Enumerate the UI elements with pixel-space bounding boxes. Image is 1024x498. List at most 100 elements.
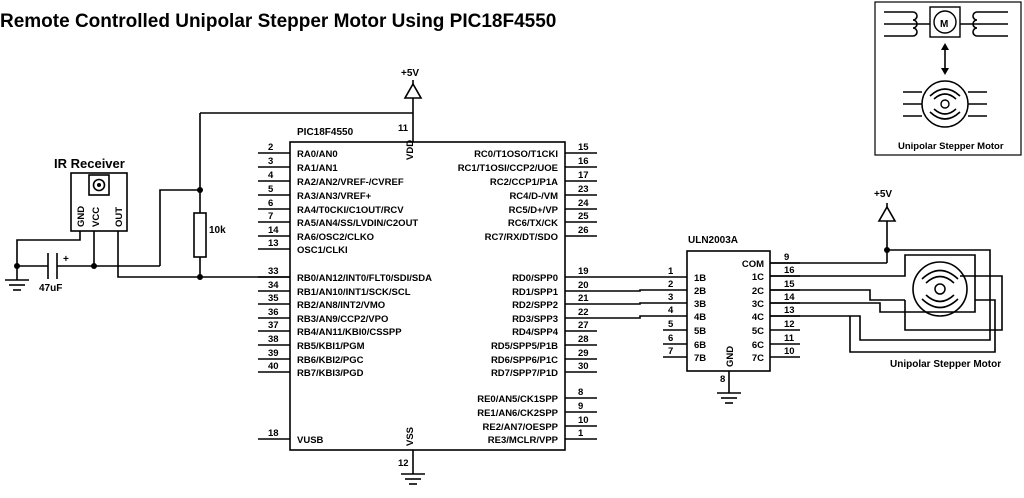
driver-name: ULN2003A	[688, 235, 738, 246]
mcu-left-pins: 2RA0/AN03RA1/AN14RA2/AN2/VREF-/CVREF5RA3…	[258, 142, 432, 446]
mcu-pin-number: 1	[578, 428, 584, 439]
capacitor-polarity: +	[63, 254, 69, 265]
driver-pin-label: 4B	[694, 312, 706, 323]
driver-pin-number: 3	[668, 292, 673, 303]
mcu-right-pins: 15RC0/T1OSO/T1CKI16RC1/T1OSI/CCP2/UOE17R…	[458, 142, 597, 446]
mcu-pin-label: RA1/AN1	[297, 163, 338, 174]
mcu-pin-label: RE2/AN7/OESPP	[483, 422, 559, 433]
mcu-pin-number: 15	[578, 142, 589, 153]
mcu-pin-number: 6	[268, 198, 273, 209]
mcu-pin-number: 20	[578, 280, 589, 291]
driver-pin-label: 2B	[694, 286, 706, 297]
vcc-arrow-icon	[877, 205, 897, 222]
driver-pin-label: 4C	[752, 312, 764, 323]
mcu-pin-number: 23	[578, 184, 589, 195]
motor-label: Unipolar Stepper Motor	[890, 359, 1001, 370]
driver-pin-number: 13	[784, 305, 795, 316]
mcu-pin-label: RB1/AN10/INT1/SCK/SCL	[297, 287, 411, 298]
mcu-pin-number: 7	[268, 211, 273, 222]
driver-pin-number: 15	[784, 279, 795, 290]
mcu-pin-label: RE0/AN5/CK1SPP	[477, 394, 558, 405]
mcu-pin-number: 9	[578, 401, 583, 412]
mcu-pin-number: 36	[268, 307, 279, 318]
resistor-icon	[193, 212, 207, 258]
pic18f4550-ic: PIC18F4550 2RA0/AN03RA1/AN14RA2/AN2/VREF…	[258, 123, 597, 469]
mcu-pin-number: 3	[268, 156, 273, 167]
mcu-pin-number: 33	[268, 266, 279, 277]
capacitor-47uf: + 47uF	[5, 253, 160, 294]
mcu-pin-number: 16	[578, 156, 589, 167]
supply-label-1: +5V	[401, 68, 419, 79]
driver-pin-number: 10	[784, 346, 795, 357]
mcu-pin-number: 10	[578, 415, 589, 426]
mcu-pin-label: RB6/KBI2/PGC	[297, 355, 364, 366]
driver-pin-label: COM	[742, 259, 764, 270]
ir-pin-vcc: VCC	[91, 207, 102, 227]
supply-label-2: +5V	[874, 189, 892, 200]
driver-pin-number: 9	[784, 252, 789, 263]
mcu-pin-number: 14	[268, 225, 279, 236]
driver-pin-number: 4	[668, 305, 674, 316]
mcu-pin-number: 26	[578, 225, 589, 236]
mcu-body	[289, 141, 566, 451]
mcu-pin-label: RD2/SPP2	[512, 300, 558, 311]
driver-pin-number: 2	[668, 279, 673, 290]
mcu-pin-number: 21	[578, 293, 589, 304]
ir-receiver-title: IR Receiver	[54, 156, 125, 171]
driver-pin-label: 6B	[694, 340, 706, 351]
mcu-ground	[401, 450, 425, 485]
mcu-pin-label: RD4/SPP4	[512, 327, 559, 338]
mcu-pin-label: OSC1/CLKI	[297, 245, 348, 256]
driver-gnd-pin: 8	[720, 374, 725, 385]
vdd-label: VDD	[405, 140, 416, 160]
driver-gnd-label: GND	[725, 346, 736, 367]
mcu-pin-number: 17	[578, 170, 589, 181]
inset-label: Unipolar Stepper Motor	[898, 141, 1004, 152]
mcu-pin-label: RB5/KBI1/PGM	[297, 341, 365, 352]
vdd-pin-number: 11	[398, 123, 409, 134]
mcu-pin-number: 38	[268, 334, 279, 345]
driver-pin-number: 6	[668, 333, 673, 344]
mcu-pin-label: RE3/MCLR/VPP	[488, 435, 559, 446]
supply-motor: +5V	[770, 189, 991, 341]
mcu-pin-number: 8	[578, 387, 583, 398]
mcu-name: PIC18F4550	[297, 127, 354, 138]
pullup-resistor: 10k	[193, 113, 226, 280]
driver-pin-label: 5B	[694, 326, 706, 337]
driver-pin-number: 1	[668, 266, 674, 277]
mcu-pin-label: RC5/D+/VP	[509, 205, 559, 216]
mcu-pin-number: 18	[268, 428, 279, 439]
signal-wire	[597, 289, 663, 292]
inset-motor-diagram: M Unipolar Stepper Motor	[874, 1, 1022, 156]
mcu-pin-label: RC7/RX/DT/SDO	[485, 232, 558, 243]
mcu-pin-label: RE1/AN6/CK2SPP	[477, 408, 558, 419]
mcu-pin-label: RB3/AN9/CCP2/VPO	[297, 314, 388, 325]
ir-pin-gnd: GND	[76, 206, 87, 227]
capacitor-value: 47uF	[39, 283, 62, 294]
mcu-pin-number: 22	[578, 307, 589, 318]
mcu-pin-label: RB2/AN8/INT2/VMO	[297, 300, 385, 311]
mcu-pin-label: RA6/OSC2/CLKO	[297, 232, 374, 243]
mcu-pin-number: 37	[268, 320, 279, 331]
mcu-pin-label: RA5/AN4/SS/LVDIN/C2OUT	[297, 218, 418, 229]
ir-receiver: IR Receiver GND VCC OUT	[16, 156, 290, 278]
mcu-pin-number: 5	[268, 184, 274, 195]
signal-wire	[597, 315, 663, 319]
signal-wire	[597, 302, 663, 305]
inset-motor-letter: M	[940, 19, 948, 30]
stepper-motor: Unipolar Stepper Motor	[770, 254, 1003, 370]
driver-pin-label: 7B	[694, 353, 706, 364]
mcu-pin-label: RC1/T1OSI/CCP2/UOE	[458, 163, 558, 174]
mcu-pin-label: RD3/SPP3	[512, 314, 558, 325]
mcu-pin-label: RD0/SPP0	[512, 273, 558, 284]
driver-pin-label: 3B	[694, 299, 706, 310]
mcu-to-driver-wires	[597, 276, 663, 319]
supply-vdd: +5V	[200, 68, 423, 142]
mcu-pin-label: RB0/AN12/INT0/FLT0/SDI/SDA	[297, 273, 432, 284]
mcu-pin-label: RC4/D-/VM	[509, 191, 558, 202]
mcu-pin-number: 24	[578, 198, 589, 209]
ir-pin-out: OUT	[114, 207, 125, 227]
